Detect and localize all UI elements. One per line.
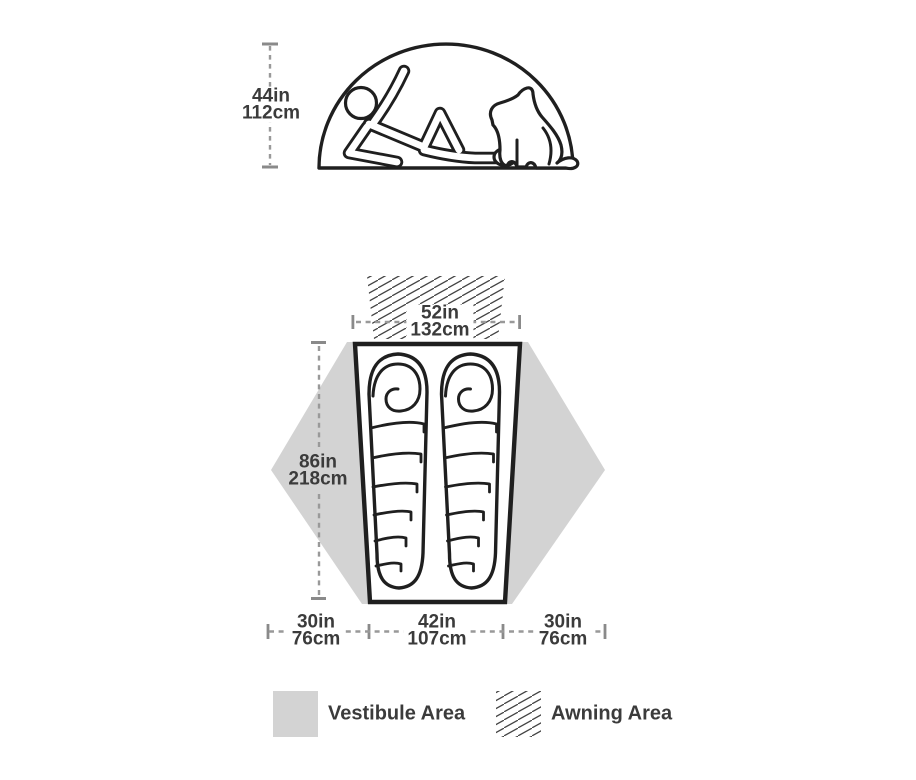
height-dimension-label: 44in 112cm xyxy=(237,85,305,123)
vestibule-legend-label: Vestibule Area xyxy=(328,702,466,725)
right-vestibule-dimension-label: 30in 76cm xyxy=(534,611,592,649)
dimension-length xyxy=(311,341,326,600)
length-dimension-label: 86in 218cm xyxy=(288,451,348,489)
sleeping-bag-left-icon xyxy=(367,352,429,590)
floor-width-inches: 42in xyxy=(417,611,457,633)
vestibule-swatch xyxy=(273,691,318,737)
head-width-inches: 52in xyxy=(420,302,460,324)
dog-icon xyxy=(488,86,580,171)
left-vestibule-dimension-label: 30in 76cm xyxy=(287,611,345,649)
person-head xyxy=(343,85,379,121)
length-centimeters: 218cm xyxy=(288,468,348,489)
right-vestibule-inches: 30in xyxy=(543,611,583,633)
dimension-height xyxy=(262,42,278,169)
right-vestibule-centimeters: 76cm xyxy=(538,628,588,649)
floor-width-dimension-label: 42in 107cm xyxy=(403,611,471,649)
length-inches: 86in xyxy=(298,451,338,473)
awning-legend-label: Awning Area xyxy=(551,702,673,725)
awning-swatch xyxy=(496,691,541,737)
left-vestibule-centimeters: 76cm xyxy=(291,628,341,649)
floor-width-centimeters: 107cm xyxy=(407,628,467,649)
head-width-dimension-label: 52in 132cm xyxy=(406,302,474,340)
head-width-centimeters: 132cm xyxy=(410,319,470,340)
height-inches: 44in xyxy=(251,85,291,107)
person-icon xyxy=(342,64,518,169)
left-vestibule-inches: 30in xyxy=(296,611,336,633)
height-centimeters: 112cm xyxy=(241,102,301,123)
